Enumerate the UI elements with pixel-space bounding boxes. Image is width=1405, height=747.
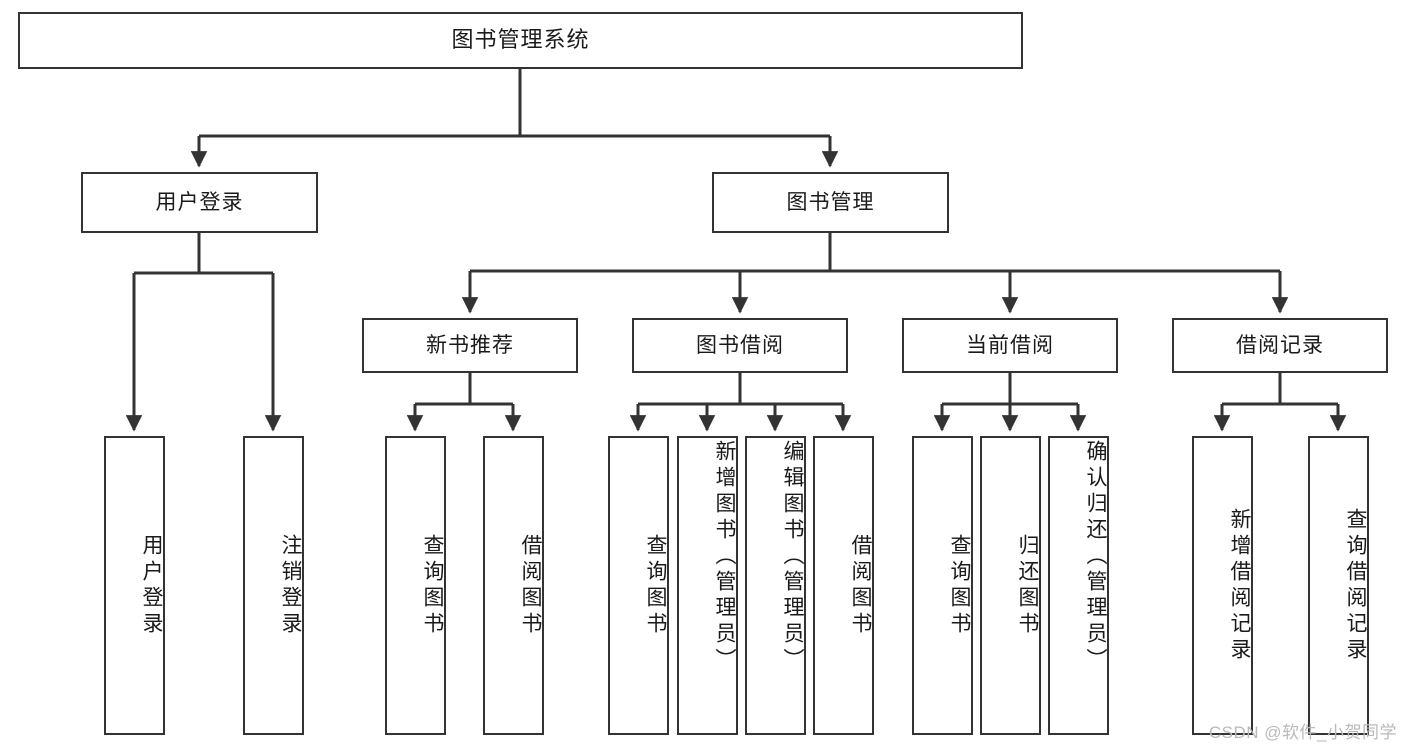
node-leaf-user-login[interactable]: 用户登录 — [104, 436, 165, 735]
node-label: 图书借阅 — [696, 333, 784, 357]
node-label: 编辑图书（管理员） — [781, 440, 804, 674]
node-label: 当前借阅 — [966, 333, 1054, 357]
node-label: 注销登录 — [279, 533, 302, 638]
node-leaf-borrow-book-1[interactable]: 借阅图书 — [483, 436, 544, 735]
node-leaf-query-book-3[interactable]: 查询图书 — [912, 436, 973, 735]
node-book-management[interactable]: 图书管理 — [712, 172, 949, 233]
node-current-borrow[interactable]: 当前借阅 — [902, 318, 1118, 373]
node-label: 确认归还（管理员） — [1084, 440, 1107, 674]
node-label: 用户登录 — [140, 533, 163, 638]
node-label: 新增图书（管理员） — [713, 440, 736, 674]
node-label: 用户登录 — [155, 190, 244, 214]
watermark-text: CSDN @软件_小贺同学 — [1208, 723, 1397, 742]
node-borrow-record[interactable]: 借阅记录 — [1172, 318, 1388, 373]
node-label: 图书管理 — [786, 190, 875, 214]
node-leaf-borrow-book-2[interactable]: 借阅图书 — [813, 436, 874, 735]
node-label: 新增借阅记录 — [1228, 507, 1251, 664]
node-leaf-return-book[interactable]: 归还图书 — [980, 436, 1041, 735]
node-root-system[interactable]: 图书管理系统 — [18, 12, 1023, 69]
node-label: 查询借阅记录 — [1344, 507, 1367, 664]
node-leaf-add-book[interactable]: 新增图书（管理员） — [677, 436, 738, 735]
node-label: 借阅图书 — [849, 533, 872, 638]
node-leaf-logout[interactable]: 注销登录 — [243, 436, 304, 735]
node-leaf-query-book-1[interactable]: 查询图书 — [385, 436, 446, 735]
node-leaf-query-record[interactable]: 查询借阅记录 — [1308, 436, 1369, 735]
node-user-login[interactable]: 用户登录 — [81, 172, 318, 233]
node-label: 借阅图书 — [519, 533, 542, 638]
node-leaf-edit-book[interactable]: 编辑图书（管理员） — [745, 436, 806, 735]
node-label: 新书推荐 — [426, 333, 514, 357]
node-label: 查询图书 — [421, 533, 444, 638]
node-label: 借阅记录 — [1236, 333, 1324, 357]
node-label: 查询图书 — [644, 533, 667, 638]
node-label: 查询图书 — [948, 533, 971, 638]
node-label: 归还图书 — [1016, 533, 1039, 638]
node-new-book-recommend[interactable]: 新书推荐 — [362, 318, 578, 373]
node-leaf-confirm-return[interactable]: 确认归还（管理员） — [1048, 436, 1109, 735]
node-label: 图书管理系统 — [451, 27, 590, 53]
node-book-borrow[interactable]: 图书借阅 — [632, 318, 848, 373]
node-leaf-add-record[interactable]: 新增借阅记录 — [1192, 436, 1253, 735]
node-leaf-query-book-2[interactable]: 查询图书 — [608, 436, 669, 735]
